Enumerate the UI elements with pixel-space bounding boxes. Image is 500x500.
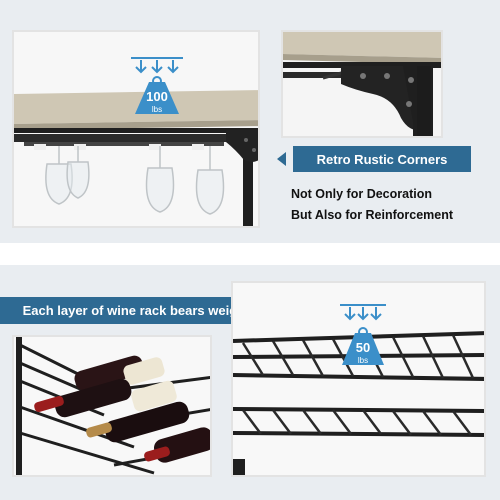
weight-badge-100: 100 lbs — [131, 57, 183, 114]
wine-rack-illustration — [16, 337, 210, 475]
corner-bracket-illustration — [283, 32, 441, 136]
corner-label: Retro Rustic Corners — [293, 146, 471, 172]
rack-weight-label: Each layer of wine rack bears weight — [0, 297, 272, 324]
glass-rack-illustration — [14, 90, 258, 226]
bottom-weight-value: 50 — [356, 340, 370, 355]
wine-bottle-rack-photo — [12, 335, 212, 477]
corner-pill-arrow — [277, 152, 286, 166]
corner-caption-line-2: But Also for Reinforcement — [291, 208, 454, 222]
top-weight-unit: lbs — [152, 105, 162, 114]
corner-caption-line-1: Not Only for Decoration — [291, 187, 432, 201]
top-weight-value: 100 — [146, 89, 168, 104]
weight-badge-50: 50 lbs — [340, 304, 386, 365]
corner-detail-photo — [281, 30, 443, 138]
glass-rack-photo: 100 lbs — [12, 30, 260, 228]
empty-shelves-photo: 50 lbs — [231, 281, 486, 477]
bottom-weight-unit: lbs — [358, 356, 368, 365]
